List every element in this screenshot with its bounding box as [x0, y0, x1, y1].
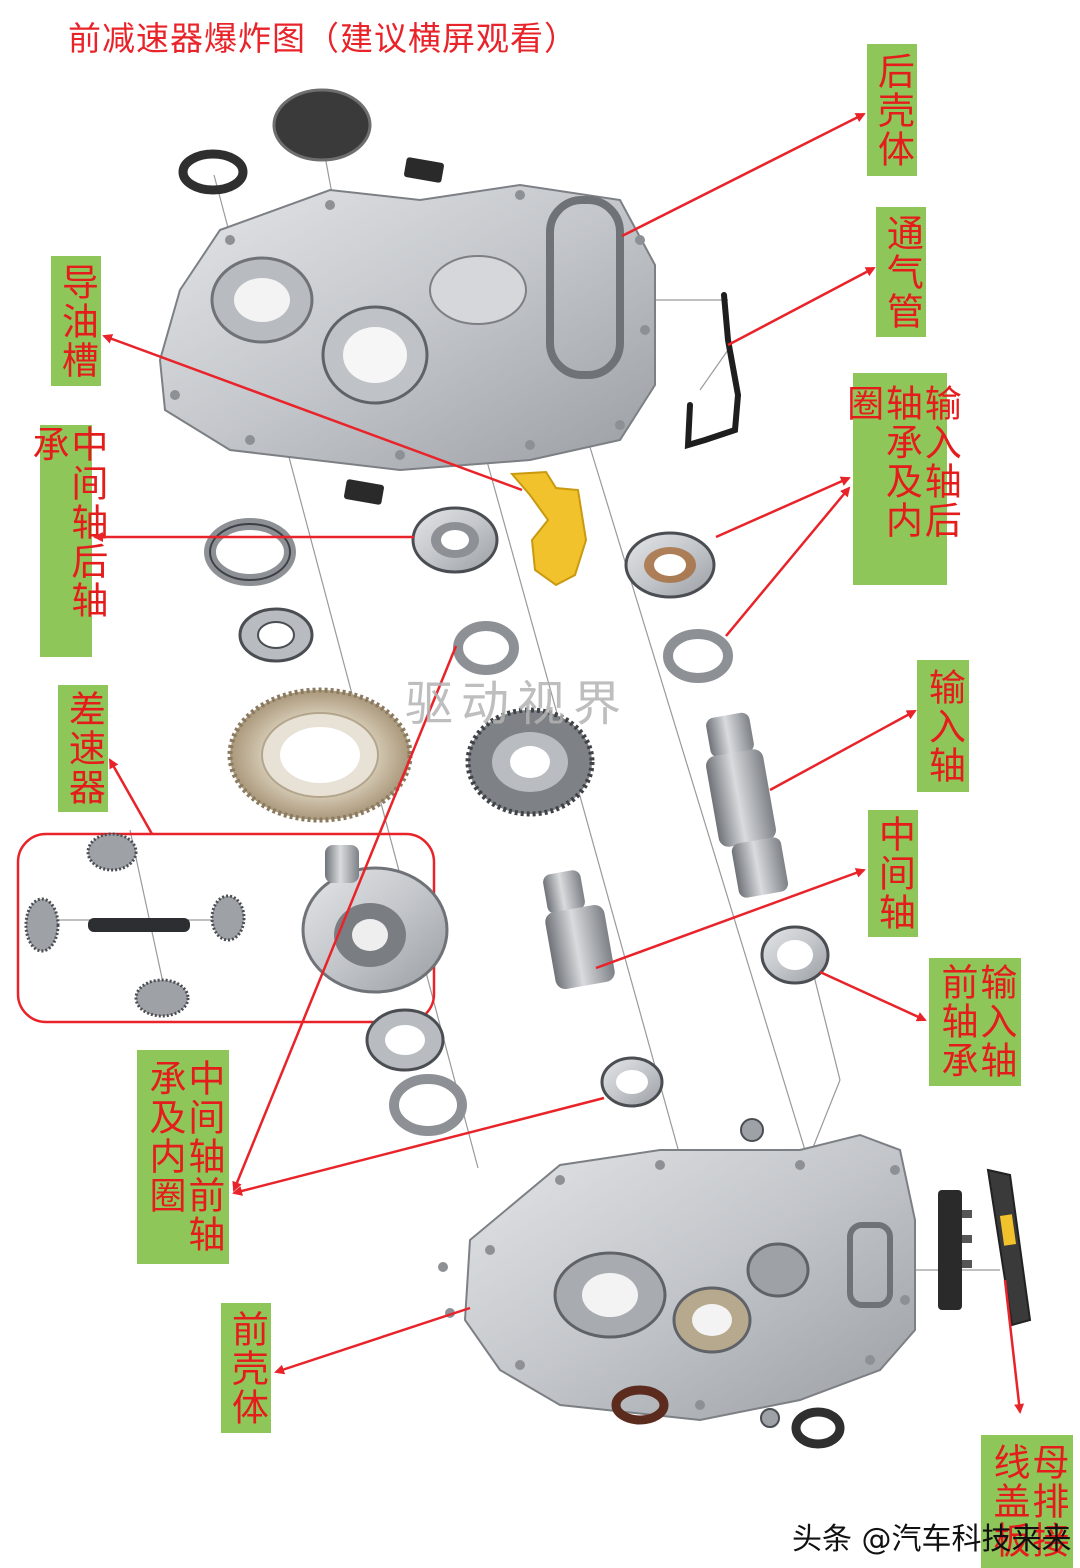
label-busbar-cover-text: 母排接线盖板 [987, 1443, 1069, 1560]
front-housing [463, 1133, 916, 1422]
label-vent-pipe-text: 通气管 [880, 213, 924, 331]
label-mid-shaft: 中间轴 [868, 810, 918, 937]
label-input-front-bearing-text: 输入轴前轴承 [935, 963, 1017, 1080]
label-differential: 差速器 [58, 685, 108, 812]
rear-housing [158, 183, 656, 472]
label-front-housing-text: 前壳体 [225, 1309, 269, 1427]
pinion-gear-right [210, 894, 246, 942]
input-shaft [706, 712, 789, 898]
bearing-mid-front [600, 1056, 664, 1108]
arrow-rear-housing [621, 112, 866, 238]
label-mid-front-bearing: 中间轴前轴承及内圈 [137, 1050, 229, 1264]
label-differential-text: 差速器 [62, 690, 106, 807]
arrow-busbar-cover [1003, 1279, 1025, 1414]
bearing-mid-inner-ring [453, 621, 519, 675]
label-input-shaft: 输入轴 [917, 660, 969, 792]
rear-oil-seal [178, 149, 248, 195]
side-gear-bottom [134, 978, 190, 1018]
label-mid-rear-bearing-text: 中间轴后轴承 [26, 425, 108, 620]
label-rear-housing: 后壳体 [867, 44, 917, 176]
arrow-oil-guide [102, 334, 523, 492]
front-oil-seal-left [611, 1385, 669, 1425]
pinion-shaft [88, 918, 190, 932]
label-busbar-cover: 母排接线盖板 [981, 1435, 1073, 1568]
label-mid-shaft-text: 中间轴 [872, 815, 916, 932]
bearing-differential-rear [411, 506, 499, 574]
label-oil-guide-text: 导油槽 [55, 262, 99, 380]
bearing-mid-rear-cone [238, 607, 314, 663]
watermark: 驱动视界 [405, 676, 630, 732]
bearing-input-rear-inner [663, 629, 733, 683]
arrow-input-shaft [769, 709, 917, 792]
arrow-vent-pipe [727, 266, 876, 347]
annotation-arrows [93, 112, 1025, 1414]
label-mid-front-bearing-text: 中间轴前轴承及内圈 [143, 1059, 225, 1254]
drain-plug [740, 1118, 764, 1142]
intermediate-gear [465, 707, 595, 817]
side-gear-top [86, 832, 138, 872]
arrow-input-front-bearing [819, 970, 927, 1022]
pinion-gear-left [24, 897, 60, 953]
rubber-pad-bottom [344, 479, 384, 505]
cover-disk [272, 88, 372, 162]
label-input-shaft-text: 输入轴 [922, 667, 966, 785]
arrow-input-rear-bearing-outer [715, 476, 851, 539]
page-title: 前减速器爆炸图（建议横屏观看） [68, 19, 578, 58]
rubber-pad-top [404, 157, 444, 183]
label-front-housing: 前壳体 [221, 1303, 271, 1433]
bearing-differential-front [365, 1008, 445, 1072]
label-mid-rear-bearing: 中间轴后轴承 [26, 425, 108, 657]
arrow-mid-front-outer [232, 1096, 605, 1196]
arrow-differential [108, 758, 154, 835]
label-input-front-bearing: 输入轴前轴承 [929, 958, 1021, 1086]
label-input-rear-bearing: 输入轴后轴承及内圈 [841, 373, 961, 585]
oil-guide [509, 470, 588, 587]
label-input-rear-bearing-text: 输入轴后轴承及内圈 [840, 384, 962, 540]
vent-pipe [684, 292, 742, 450]
arrow-mid-front-inner [232, 645, 458, 1192]
bearing-mid-rear-outer [204, 518, 296, 586]
busbar-terminal [938, 1190, 972, 1310]
bolt-left-top [438, 1262, 448, 1272]
bearing-input-front [760, 925, 830, 985]
arrow-mid-shaft [595, 868, 866, 970]
bearing-differential-front-cup [389, 1074, 467, 1136]
differential-carrier [301, 845, 449, 994]
arrow-input-rear-bearing-inner [725, 486, 851, 637]
label-rear-housing-text: 后壳体 [871, 51, 915, 169]
front-oil-seal-right [791, 1407, 845, 1449]
label-vent-pipe: 通气管 [876, 207, 926, 337]
ring-gear [227, 687, 413, 823]
label-oil-guide: 导油槽 [51, 256, 101, 386]
bearing-input-rear [624, 531, 716, 599]
busbar-cover-plate [986, 1168, 1032, 1327]
arrow-front-housing [274, 1306, 471, 1375]
bolt-bottom [760, 1408, 780, 1428]
footer-watermark: 头条 @汽车科技来来 [792, 1522, 1072, 1557]
